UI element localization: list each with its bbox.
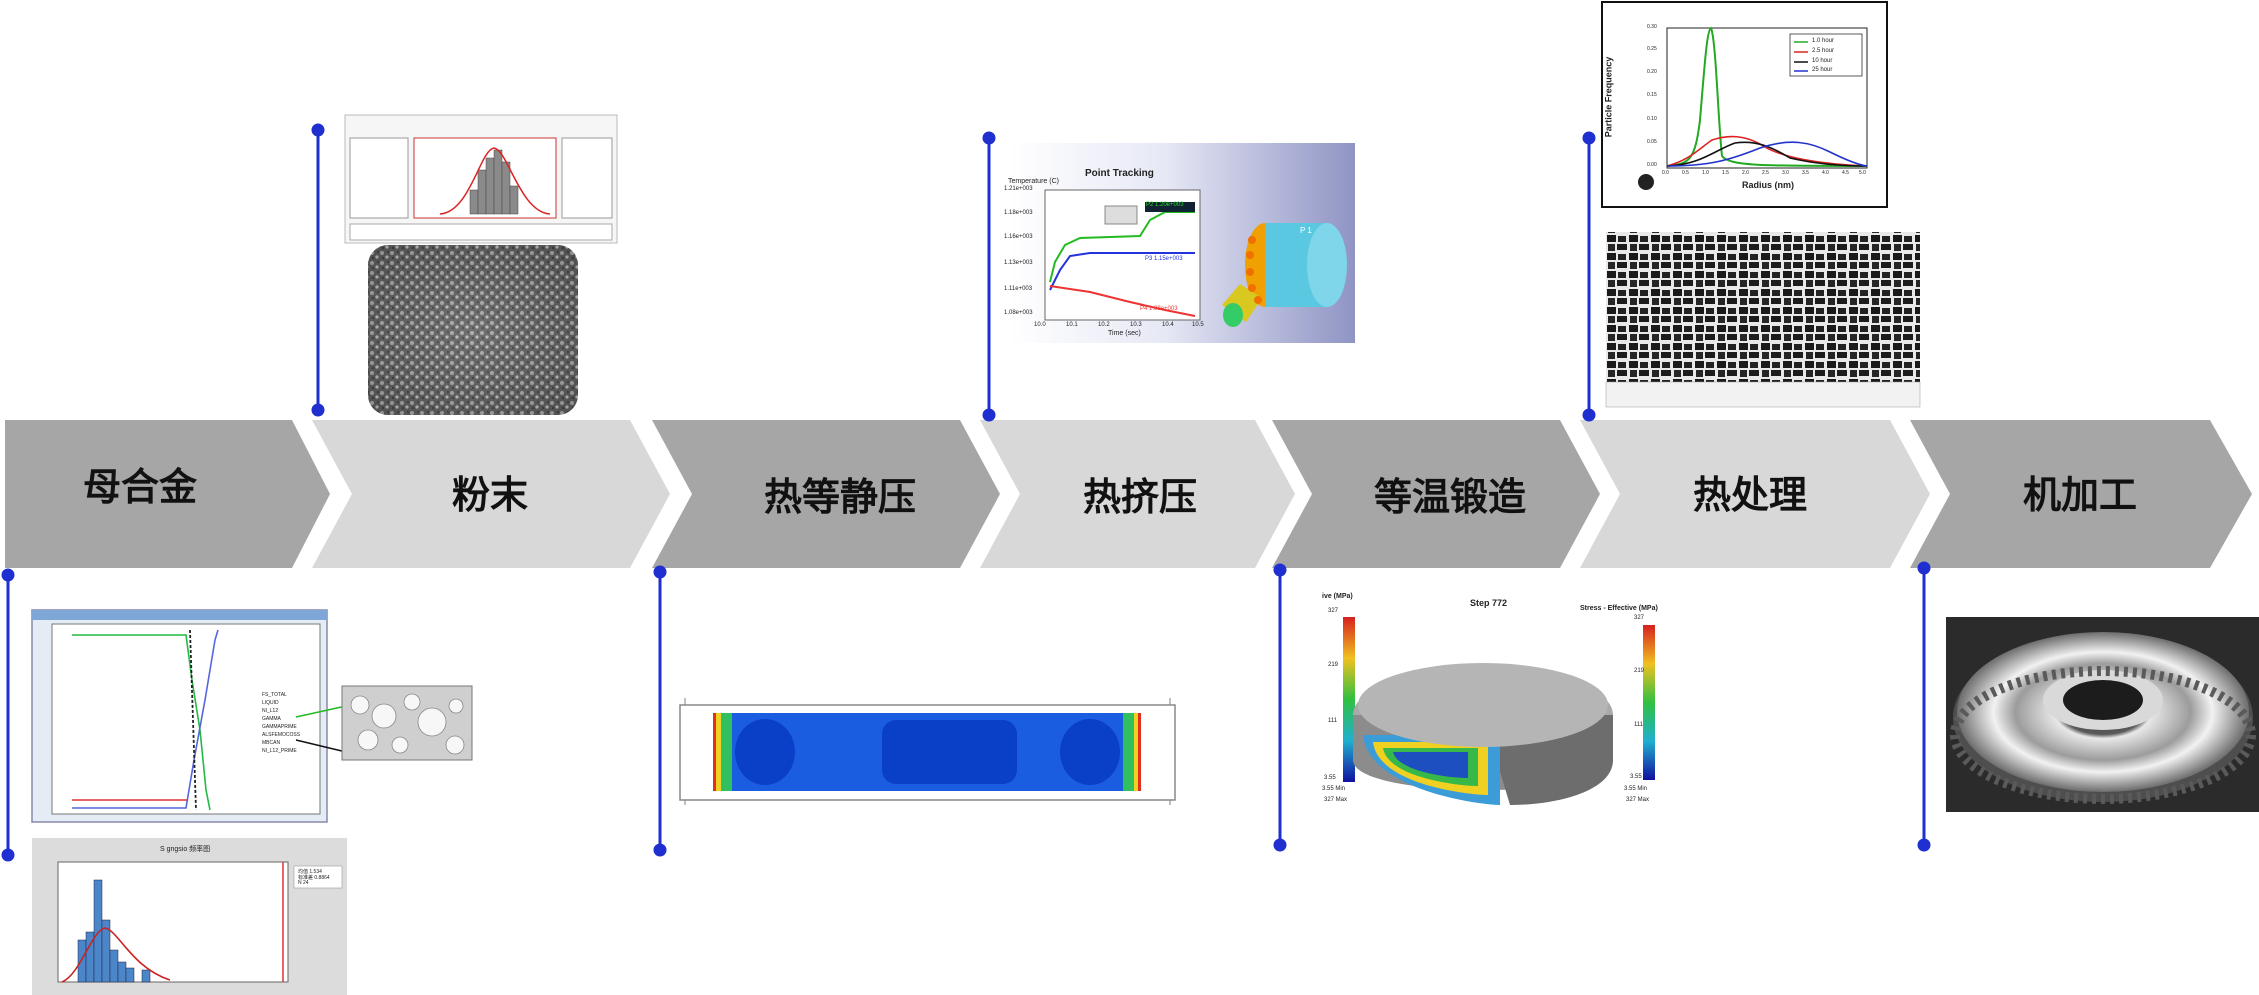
phase-legend-1: LIQUID bbox=[262, 700, 279, 706]
forging-step-title: Step 772 bbox=[1470, 598, 1508, 608]
powder-distribution-thumbnail bbox=[344, 114, 618, 244]
forging-right-tick-3: 3.55 bbox=[1630, 774, 1642, 780]
point-tracking-xtick-1: 10.1 bbox=[1066, 322, 1078, 328]
curve-label-p3: P3 1.15e+003 bbox=[1145, 256, 1183, 262]
forging-right-bar-title: Stress - Effective (MPa) bbox=[1580, 605, 1658, 612]
phase-legend-5: ALSFEMOCOSS bbox=[262, 732, 301, 738]
particle-ytick-6: 0.00 bbox=[1647, 162, 1657, 168]
forging-left-tick-0: 327 bbox=[1328, 608, 1339, 614]
forging-right-max: 327 Max bbox=[1626, 797, 1650, 803]
phase-legend-4: GAMMAPRIME bbox=[262, 724, 297, 730]
alloy-histogram-thumbnail bbox=[32, 838, 347, 995]
point-tracking-ytick-3: 1.13e+003 bbox=[1004, 260, 1033, 266]
chevron-step-4 bbox=[980, 420, 1295, 568]
particle-xtick-6: 3.0 bbox=[1782, 170, 1789, 176]
step-label-mother-alloy: 母合金 bbox=[82, 465, 197, 509]
particle-xtick-1: 0.5 bbox=[1682, 170, 1689, 176]
point-tracking-xtick-4: 10.4 bbox=[1162, 322, 1174, 328]
forging-right-tick-2: 111 bbox=[1634, 722, 1644, 728]
particle-ytick-1: 0.25 bbox=[1647, 46, 1657, 52]
point-tracking-ytick-1: 1.18e+003 bbox=[1004, 210, 1033, 216]
particle-xtick-2: 1.0 bbox=[1702, 170, 1709, 176]
part-label: P 1 bbox=[1300, 226, 1312, 235]
forging-left-max: 327 Max bbox=[1324, 797, 1348, 803]
particle-xtick-9: 4.5 bbox=[1842, 170, 1849, 176]
step-label-hip: 热等静压 bbox=[763, 475, 916, 519]
phase-legend-7: NI_L12_PRIME bbox=[262, 748, 297, 754]
curve-label-p2: P2 1.20e+003 bbox=[1146, 202, 1184, 208]
timeline-markers bbox=[1, 123, 1931, 862]
particle-legend-3: 25 hour bbox=[1812, 67, 1833, 73]
particle-legend-2: 10 hour bbox=[1812, 58, 1833, 64]
particle-xtick-7: 3.5 bbox=[1802, 170, 1809, 176]
point-tracking-xtick-3: 10.3 bbox=[1130, 322, 1142, 328]
forging-left-min: 3.55 Min bbox=[1322, 786, 1346, 792]
step-label-isothermal-forging: 等温锻造 bbox=[1373, 475, 1526, 519]
step-label-heat-treatment: 热处理 bbox=[1692, 473, 1807, 517]
histogram-title: S gngsio 频率图 bbox=[160, 846, 211, 853]
particle-frequency-thumbnail bbox=[1601, 1, 1888, 208]
curve-label-p4: P4 1.08e+003 bbox=[1140, 306, 1178, 312]
hip-capsule-thumbnail bbox=[679, 698, 1176, 805]
point-tracking-xtick-5: 10.5 bbox=[1192, 322, 1204, 328]
gamma-prime-sem-image bbox=[1605, 232, 1921, 408]
forging-right-min: 3.55 Min bbox=[1624, 786, 1648, 792]
phase-legend-3: GAMMA bbox=[262, 716, 281, 722]
particle-xtick-4: 2.0 bbox=[1742, 170, 1749, 176]
particle-xtick-8: 4.0 bbox=[1822, 170, 1829, 176]
particle-ytick-4: 0.10 bbox=[1647, 116, 1657, 122]
chevron-step-6 bbox=[1580, 420, 1930, 568]
particle-xlabel: Radius (nm) bbox=[1742, 180, 1795, 190]
particle-ytick-2: 0.20 bbox=[1647, 69, 1657, 75]
phase-legend-0: FS_TOTAL bbox=[262, 692, 287, 698]
point-tracking-xtick-2: 10.2 bbox=[1098, 322, 1110, 328]
process-steps bbox=[5, 420, 2252, 568]
forging-left-tick-3: 3.55 bbox=[1324, 775, 1336, 781]
point-tracking-xlabel: Time (sec) bbox=[1108, 330, 1141, 337]
step-label-machining: 机加工 bbox=[2022, 473, 2137, 517]
particle-legend-1: 2.5 hour bbox=[1812, 48, 1835, 54]
histogram-stats-0: 均值 1.534 bbox=[298, 869, 322, 875]
forging-left-tick-2: 111 bbox=[1328, 718, 1338, 724]
phase-legend-2: NI_L12 bbox=[262, 708, 279, 714]
forging-left-tick-1: 219 bbox=[1328, 662, 1339, 668]
forging-left-bar-title: ive (MPa) bbox=[1322, 593, 1353, 600]
particle-xtick-3: 1.5 bbox=[1722, 170, 1729, 176]
phase-legend-6: MBCAN bbox=[262, 740, 281, 746]
point-tracking-ytick-0: 1.21e+003 bbox=[1004, 186, 1033, 192]
histogram-stats-1: 标准差 0.8864 bbox=[298, 875, 330, 881]
powder-sem-image bbox=[368, 245, 578, 415]
chevron-step-7 bbox=[1910, 420, 2252, 568]
point-tracking-xtick-0: 10.0 bbox=[1034, 322, 1046, 328]
point-tracking-title: Point Tracking bbox=[1085, 168, 1154, 179]
particle-xtick-10: 5.0 bbox=[1859, 170, 1866, 176]
machined-disk-photo bbox=[1946, 617, 2259, 812]
forging-right-tick-1: 219 bbox=[1634, 668, 1645, 674]
forging-right-tick-0: 327 bbox=[1634, 615, 1645, 621]
histogram-stats-2: N 24 bbox=[298, 880, 309, 886]
point-tracking-ytick-5: 1.08e+003 bbox=[1004, 310, 1033, 316]
particle-ylabel: Particle Frequency bbox=[1603, 56, 1614, 138]
chevron-step-1 bbox=[5, 420, 330, 568]
particle-ytick-5: 0.05 bbox=[1647, 139, 1657, 145]
point-tracking-ytick-2: 1.16e+003 bbox=[1004, 234, 1033, 240]
particle-ytick-0: 0.30 bbox=[1647, 24, 1657, 30]
phase-diagram-thumbnail bbox=[31, 609, 347, 823]
chevron-step-3 bbox=[652, 420, 1000, 568]
point-tracking-ylabel: Temperature (C) bbox=[1008, 178, 1059, 185]
particle-legend-0: 1.0 hour bbox=[1812, 38, 1835, 44]
microstructure-inset bbox=[341, 685, 473, 761]
step-label-powder: 粉末 bbox=[451, 473, 528, 517]
particle-ytick-3: 0.15 bbox=[1647, 92, 1657, 98]
particle-xtick-0: 0.0 bbox=[1662, 170, 1669, 176]
chevron-step-2 bbox=[312, 420, 670, 568]
chevron-step-5 bbox=[1272, 420, 1600, 568]
step-label-hot-extrusion: 热挤压 bbox=[1082, 475, 1197, 519]
point-tracking-thumbnail bbox=[1010, 143, 1355, 343]
point-tracking-ytick-4: 1.11e+003 bbox=[1004, 286, 1033, 292]
particle-xtick-5: 2.5 bbox=[1762, 170, 1769, 176]
forging-stress-thumbnail bbox=[1343, 617, 1655, 805]
